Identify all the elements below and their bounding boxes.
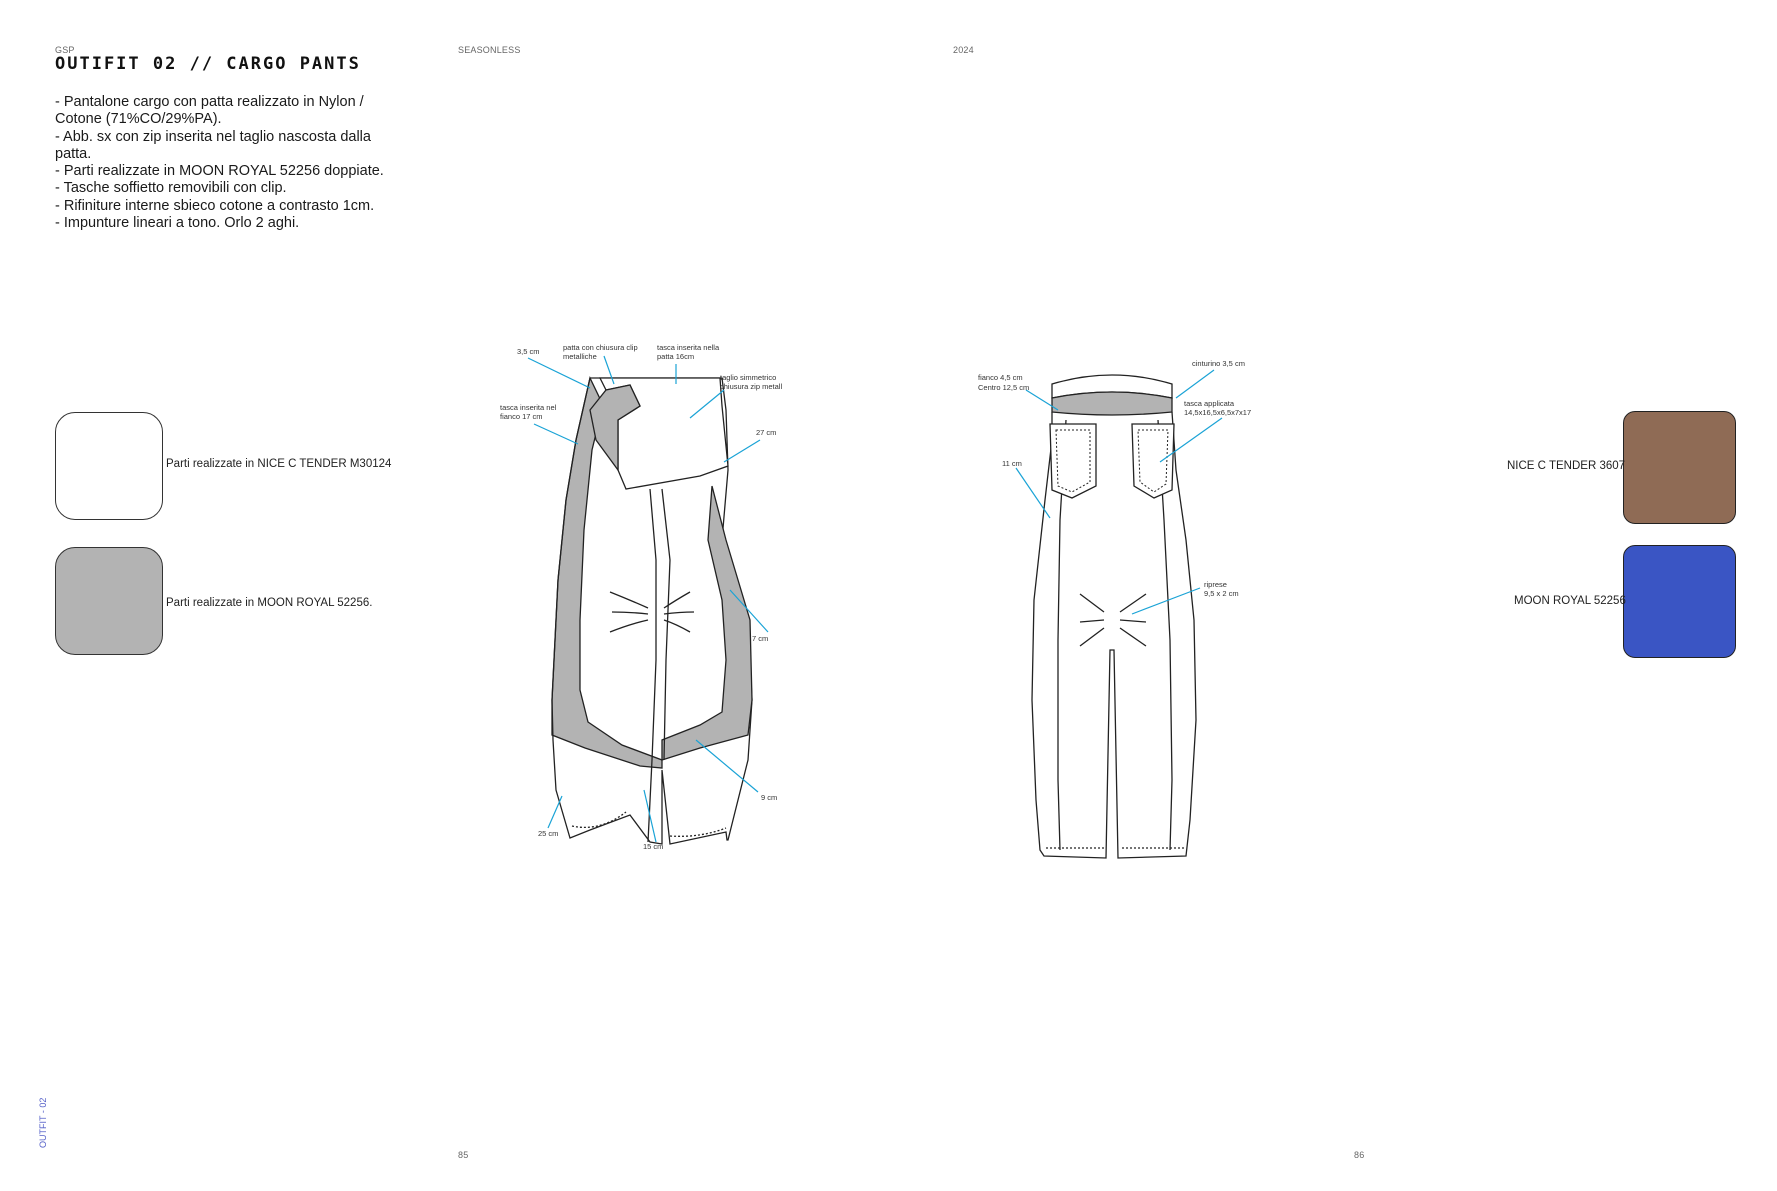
description-line: patta.: [55, 145, 92, 162]
material-label: Parti realizzate in MOON ROYAL 52256.: [166, 597, 373, 609]
annotation-label: tasca applicata: [1184, 399, 1235, 408]
fabric-label: MOON ROYAL 52256: [1514, 595, 1626, 607]
annotation-label: 27 cm: [756, 428, 776, 437]
annotation-label: tasca inserita nel: [500, 403, 557, 412]
annotation-label: riprese: [1204, 580, 1227, 589]
annotation-label: tasca inserita nella: [657, 343, 720, 352]
product-description: - Pantalone cargo con patta realizzato i…: [55, 94, 384, 232]
front-pants-drawing: [551, 376, 753, 845]
annotation-label: 11 cm: [1002, 459, 1022, 468]
annotation-label: taglio simmetrico: [720, 373, 776, 382]
side-page-label: OUTFIT - 02: [38, 1097, 48, 1148]
description-line: - Tasche soffietto removibili con clip.: [55, 180, 287, 197]
annotation-label: 15 cm: [643, 842, 663, 851]
description-line: Cotone (71%CO/29%PA).: [55, 111, 222, 128]
annotation-label: 9,5 x 2 cm: [1204, 589, 1239, 598]
front-callout-lines: [527, 355, 769, 843]
annotation-label: patta con chiusura clip: [563, 343, 638, 352]
back-annotations: cinturino 3,5 cm fianco 4,5 cm Centro 12…: [978, 359, 1251, 598]
annotation-label: 3,5 cm: [517, 347, 540, 356]
page-number-left: 85: [458, 1150, 469, 1160]
page-title: OUTIFIT 02 // CARGO PANTS: [55, 54, 361, 74]
year-label: 2024: [953, 45, 974, 55]
back-callout-lines: [1015, 369, 1223, 615]
material-swatch-white: [55, 412, 163, 520]
annotation-label: patta 16cm: [657, 352, 694, 361]
annotation-label: 7 cm: [752, 634, 768, 643]
page-number-right: 86: [1354, 1150, 1365, 1160]
annotation-label: 9 cm: [761, 793, 777, 802]
annotation-label: metalliche: [563, 352, 597, 361]
brand-label: GSP: [55, 45, 75, 55]
back-pants-drawing: [1031, 374, 1197, 859]
season-label: SEASONLESS: [458, 45, 521, 55]
material-swatch-grey: [55, 547, 163, 655]
fabric-swatch-brown: [1623, 411, 1736, 524]
annotation-label: chiusura zip metall: [720, 382, 782, 391]
description-line: - Parti realizzate in MOON ROYAL 52256 d…: [55, 163, 384, 180]
annotation-label: fianco 17 cm: [500, 412, 543, 421]
front-annotations: 3,5 cm patta con chiusura clip metallich…: [500, 343, 782, 851]
description-line: - Rifiniture interne sbieco cotone a con…: [55, 197, 375, 214]
material-label: Parti realizzate in NICE C TENDER M30124: [166, 458, 392, 470]
description-line: - Abb. sx con zip inserita nel taglio na…: [55, 128, 371, 145]
annotation-label: cinturino 3,5 cm: [1192, 359, 1245, 368]
annotation-label: Centro 12,5 cm: [978, 383, 1029, 392]
annotation-label: 14,5x16,5x6,5x7x17: [1184, 408, 1251, 417]
fabric-swatch-blue: [1623, 545, 1736, 658]
description-line: - Impunture lineari a tono. Orlo 2 aghi.: [55, 215, 300, 232]
annotation-label: fianco 4,5 cm: [978, 373, 1023, 382]
description-line: - Pantalone cargo con patta realizzato i…: [55, 94, 364, 110]
annotation-label: 25 cm: [538, 829, 558, 838]
fabric-label: NICE C TENDER 3607: [1507, 460, 1626, 472]
